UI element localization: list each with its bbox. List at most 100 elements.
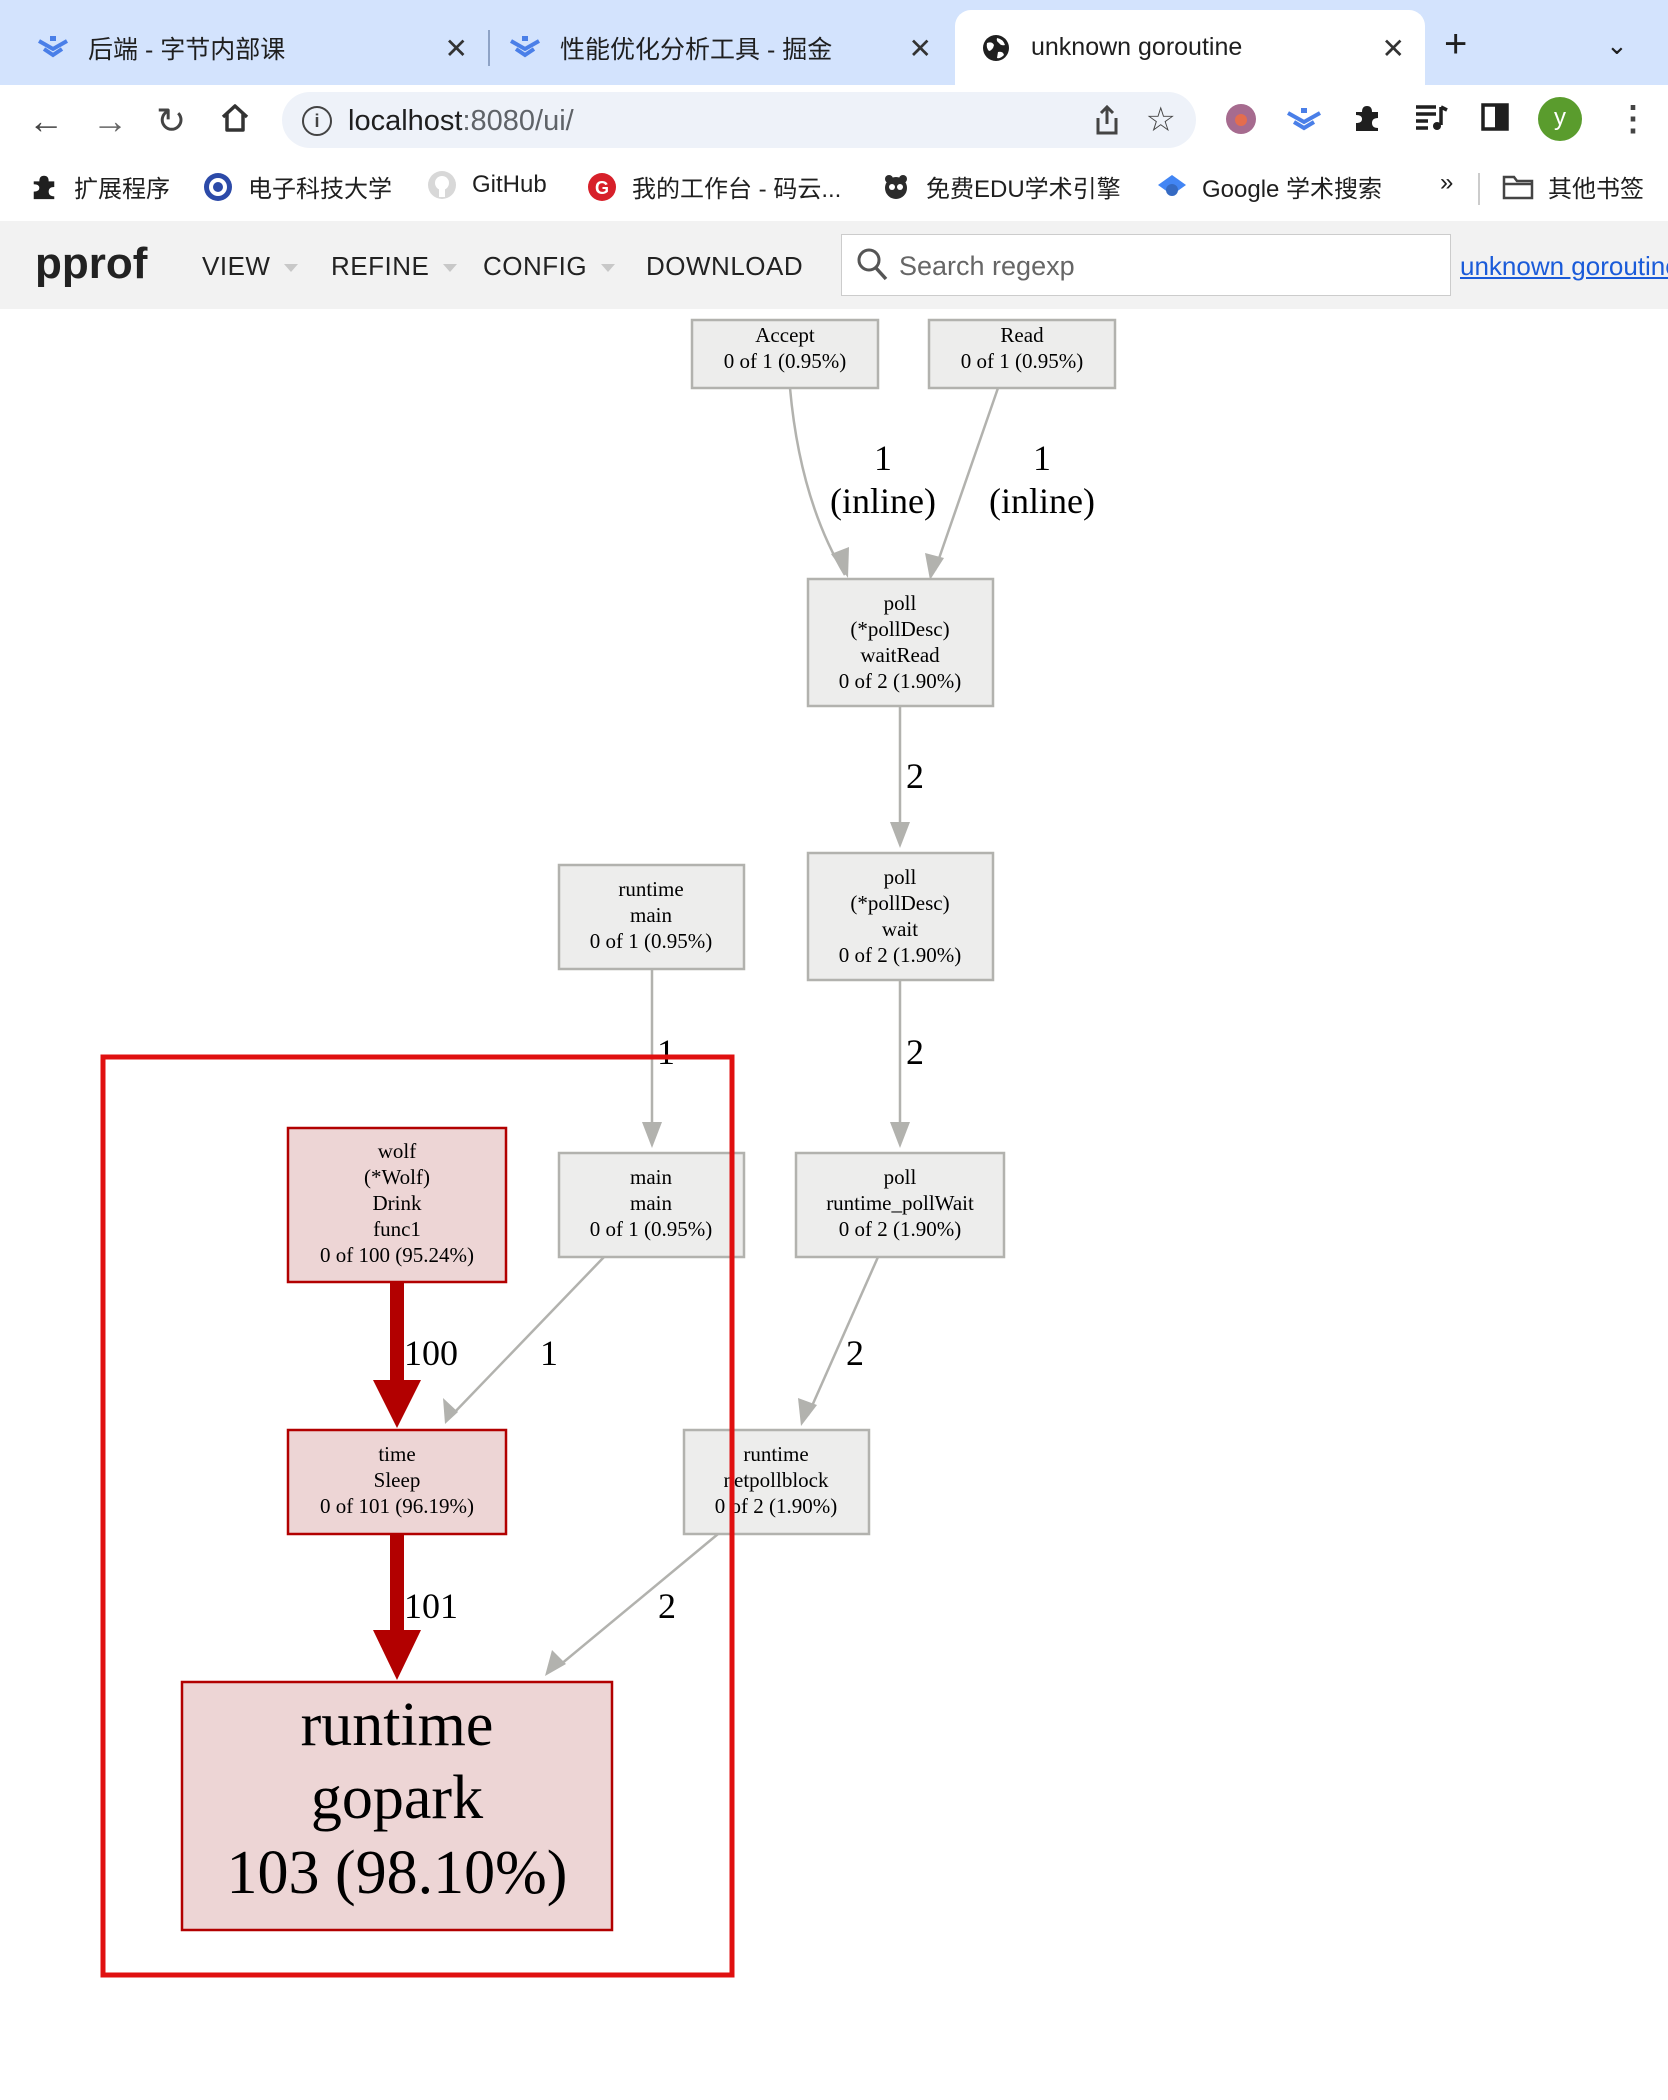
close-icon[interactable]: ✕ (444, 33, 468, 64)
edge-sleep-gopark[interactable] (373, 1535, 421, 1680)
node-runtime-netpollblock[interactable]: runtime netpollblock 0 of 2 (1.90%) (682, 1428, 871, 1536)
bookmark-gitee[interactable]: G 我的工作台 - 码云... (586, 169, 841, 204)
reading-list-icon[interactable] (1414, 101, 1448, 141)
menu-view[interactable]: VIEW (202, 251, 299, 282)
node-label: poll (884, 865, 917, 889)
node-main-main[interactable]: main main 0 of 1 (0.95%) (557, 1151, 746, 1259)
search-input[interactable] (897, 245, 1431, 287)
close-icon[interactable]: ✕ (1381, 33, 1405, 64)
node-read[interactable]: Read 0 of 1 (0.95%) (927, 318, 1117, 390)
node-runtime-main[interactable]: runtime main 0 of 1 (0.95%) (557, 863, 746, 971)
node-label: Sleep (374, 1468, 421, 1492)
node-label: 0 of 101 (96.19%) (320, 1494, 474, 1518)
bytedance-course-icon (36, 31, 70, 65)
pprof-logo: pprof (35, 239, 148, 288)
node-label: func1 (373, 1217, 421, 1241)
menu-refine[interactable]: REFINE (331, 251, 458, 282)
bookmark-uestc[interactable]: 电子科技大学 (202, 169, 392, 204)
tab-search-chevron-icon[interactable]: ⌄ (1606, 30, 1628, 60)
node-label: 0 of 2 (1.90%) (839, 669, 961, 693)
close-icon[interactable]: ✕ (908, 33, 932, 64)
more-menu-icon[interactable]: ⋮ (1616, 100, 1650, 138)
globe-icon (979, 31, 1013, 65)
edu-icon (880, 171, 912, 203)
node-label: waitRead (860, 643, 940, 667)
node-poll-runtime-pollwait[interactable]: poll runtime_pollWait 0 of 2 (1.90%) (794, 1151, 1006, 1259)
node-poll-waitread[interactable]: poll (*pollDesc) waitRead 0 of 2 (1.90%) (806, 577, 995, 708)
menu-download[interactable]: DOWNLOAD (646, 251, 803, 282)
menu-label: REFINE (331, 251, 430, 281)
edge-mainmain-sleep[interactable] (443, 1256, 605, 1424)
bookmark-star-icon[interactable]: ☆ (1145, 101, 1176, 139)
tab-unknown-goroutine[interactable]: unknown goroutine ✕ (955, 10, 1425, 85)
chevron-double-right-icon: » (1440, 169, 1454, 196)
node-label: 0 of 100 (95.24%) (320, 1243, 474, 1267)
bookmark-extensions[interactable]: 扩展程序 (28, 169, 170, 204)
bookmark-label: 免费EDU学术引擎 (926, 176, 1121, 203)
node-label: runtime (618, 877, 683, 901)
node-label: 0 of 2 (1.90%) (839, 943, 961, 967)
bookmark-other-folder[interactable]: 其他书签 (1502, 169, 1644, 204)
node-runtime-gopark[interactable]: runtime gopark 103 (98.10%) (180, 1680, 614, 1932)
juejin-icon (508, 31, 542, 65)
pprof-header: pprof VIEW REFINE CONFIG DOWNLOAD unknow… (0, 221, 1668, 309)
edge-pollwait-netpollblock[interactable] (798, 1256, 880, 1426)
address-bar[interactable]: i localhost:8080/ui/ ☆ (282, 92, 1196, 148)
side-panel-icon[interactable] (1480, 101, 1510, 141)
edge-wolf-sleep[interactable] (373, 1282, 421, 1428)
menu-label: DOWNLOAD (646, 251, 804, 281)
edge-label: 1 (657, 1032, 675, 1072)
call-graph: 1 (inline) 1 (inline) 2 2 1 2 1 100 101 … (0, 310, 1668, 2100)
home-icon[interactable] (220, 101, 250, 143)
node-label: 0 of 1 (0.95%) (724, 349, 846, 373)
tab-strip: 后端 - 字节内部课 ✕ 性能优化分析工具 - 掘金 ✕ unknown gor… (0, 0, 1668, 85)
menu-label: CONFIG (483, 251, 588, 281)
uestc-icon (202, 171, 234, 203)
profile-avatar[interactable]: y (1538, 97, 1582, 141)
back-arrow-icon[interactable]: ← (28, 100, 64, 141)
node-wolf-drink-func1[interactable]: wolf (*Wolf) Drink func1 0 of 100 (95.24… (286, 1126, 508, 1284)
node-label: runtime (743, 1442, 808, 1466)
node-label: 0 of 2 (1.90%) (715, 1494, 837, 1518)
profile-name-link[interactable]: unknown goroutine (1460, 251, 1668, 281)
site-info-icon[interactable]: i (302, 106, 332, 136)
edge-label: 1 (874, 438, 892, 478)
tab-bytedance-course[interactable]: 后端 - 字节内部课 ✕ (0, 10, 488, 85)
node-label: poll (884, 1165, 917, 1189)
new-tab-button[interactable]: + (1444, 22, 1468, 66)
edge-read-waitread[interactable] (925, 387, 1000, 580)
edge-label: 101 (404, 1586, 458, 1626)
extensions-puzzle-icon[interactable] (1352, 103, 1382, 141)
bookmark-edu[interactable]: 免费EDU学术引擎 (880, 169, 1121, 204)
scholar-icon (1156, 171, 1188, 203)
tab-juejin[interactable]: 性能优化分析工具 - 掘金 ✕ (472, 10, 952, 85)
edge-label: 2 (906, 1032, 924, 1072)
node-poll-wait[interactable]: poll (*pollDesc) wait 0 of 2 (1.90%) (806, 851, 995, 982)
extension-avatar-icon[interactable] (1224, 102, 1258, 144)
bookmark-label: 电子科技大学 (248, 176, 392, 203)
bookmark-google-scholar[interactable]: Google 学术搜索 (1156, 169, 1382, 204)
edge-waitread-wait[interactable] (890, 706, 910, 848)
bookmarks-overflow[interactable]: » (1440, 169, 1453, 197)
search-icon (856, 247, 890, 288)
highlight-box (100, 1054, 735, 1978)
edge-netpollblock-gopark[interactable] (545, 1533, 719, 1676)
svg-text:G: G (595, 178, 609, 198)
node-label: poll (884, 591, 917, 615)
node-time-sleep[interactable]: time Sleep 0 of 101 (96.19%) (286, 1428, 508, 1536)
edge-label: (inline) (830, 481, 936, 521)
edge-label: 1 (1033, 438, 1051, 478)
share-icon[interactable] (1094, 104, 1120, 143)
bookmarks-bar: 扩展程序 电子科技大学 GitHub G 我的工作台 - 码云... 免费EDU… (0, 155, 1668, 222)
search-box (841, 234, 1451, 296)
bookmark-github[interactable]: GitHub (426, 169, 547, 201)
bookmark-label: 我的工作台 - 码云... (632, 176, 842, 203)
juejin-extension-icon[interactable] (1286, 107, 1322, 141)
node-label: runtime (301, 1691, 494, 1759)
forward-arrow-icon[interactable]: → (92, 100, 128, 141)
menu-config[interactable]: CONFIG (483, 251, 616, 282)
edge-accept-waitread[interactable] (788, 387, 849, 578)
reload-icon[interactable]: ↻ (156, 100, 187, 141)
edge-wait-pollwait[interactable] (890, 980, 910, 1148)
node-accept[interactable]: Accept 0 of 1 (0.95%) (690, 318, 880, 390)
